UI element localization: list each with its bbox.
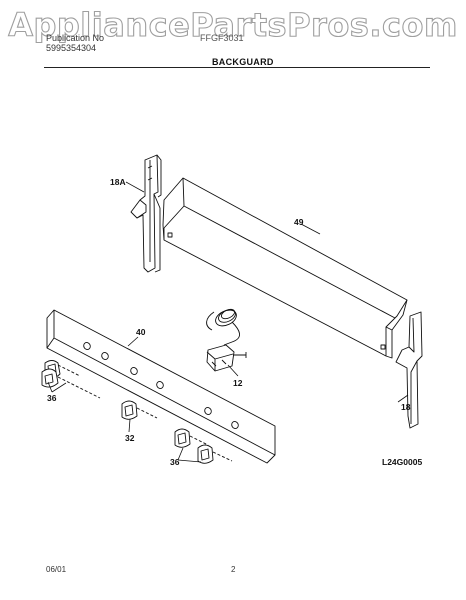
model-number: FFGF3031	[200, 33, 244, 43]
publication-info: Publication No 5995354304	[46, 33, 104, 53]
knob-32	[121, 400, 158, 420]
footer-page-number: 2	[231, 565, 236, 574]
knob-36-c	[174, 428, 209, 448]
end-cap-left-18a	[130, 154, 162, 273]
callout-36-left: 36	[47, 393, 57, 403]
section-title: BACKGUARD	[212, 57, 274, 67]
figure-code: L24G0005	[382, 457, 422, 467]
publication-label: Publication No	[46, 33, 105, 43]
callout-18: 18	[401, 402, 411, 412]
knob-36-d	[197, 444, 233, 464]
watermark: AppliancePartsPros.com	[8, 5, 458, 44]
callout-49: 49	[294, 217, 304, 227]
control-panel-40	[46, 309, 276, 464]
callout-40: 40	[136, 327, 146, 337]
callout-18a: 18A	[110, 177, 126, 187]
publication-number: 5995354304	[46, 43, 97, 53]
callout-12: 12	[233, 378, 243, 388]
end-cap-right-18	[395, 311, 423, 429]
callout-32: 32	[125, 433, 135, 443]
footer-date: 06/01	[46, 565, 67, 574]
backguard-panel-49	[162, 177, 408, 359]
leader-lines	[47, 181, 409, 463]
thermostat-12	[206, 308, 247, 372]
header-rule	[44, 67, 430, 68]
knob-36-b	[41, 368, 101, 399]
callout-36-right: 36	[170, 457, 180, 467]
